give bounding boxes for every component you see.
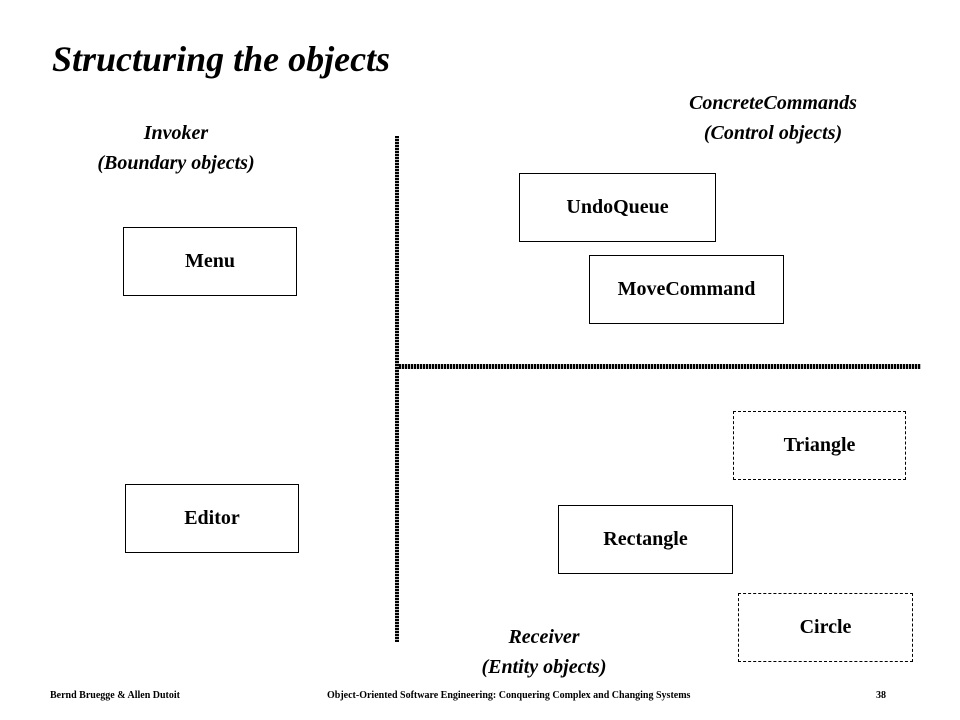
commands-caption: ConcreteCommands (Control objects) <box>662 88 884 148</box>
receiver-caption: Receiver (Entity objects) <box>444 622 644 682</box>
slide-title: Structuring the objects <box>52 39 391 79</box>
receiver-caption-line1: Receiver <box>508 626 580 648</box>
footer-book-title: Object-Oriented Software Engineering: Co… <box>327 690 691 701</box>
rectangle-object: Rectangle <box>558 505 733 574</box>
commands-caption-line2: (Control objects) <box>703 122 843 144</box>
undo-queue-object: UndoQueue <box>519 173 716 242</box>
editor-object: Editor <box>125 484 299 553</box>
receiver-caption-line2: (Entity objects) <box>481 656 607 678</box>
footer-authors: Bernd Bruegge & Allen Dutoit <box>50 690 180 701</box>
footer-page-number: 38 <box>876 690 886 701</box>
invoker-caption: Invoker (Boundary objects) <box>76 118 276 178</box>
invoker-caption-line2: (Boundary objects) <box>97 152 255 174</box>
triangle-object: Triangle <box>733 411 906 480</box>
circle-object: Circle <box>738 593 913 662</box>
invoker-caption-line1: Invoker <box>143 122 209 144</box>
menu-object: Menu <box>123 227 297 296</box>
commands-caption-line1: ConcreteCommands <box>689 92 857 114</box>
horizontal-divider <box>399 364 921 369</box>
vertical-divider <box>395 136 399 642</box>
move-command-object: MoveCommand <box>589 255 784 324</box>
